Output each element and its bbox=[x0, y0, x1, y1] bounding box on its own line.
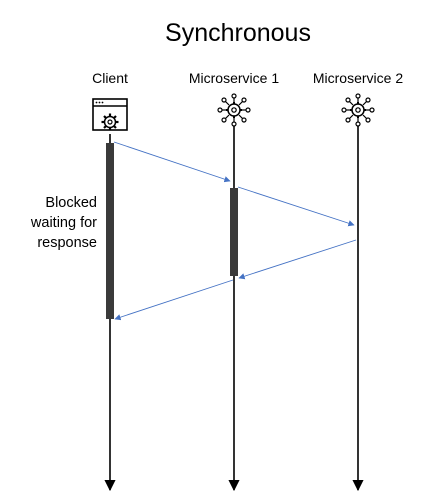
diagram-title: Synchronous bbox=[165, 19, 311, 47]
activation-bar-microservice-1 bbox=[230, 188, 238, 276]
blocked-note-line-1: Blocked bbox=[45, 195, 97, 211]
network-gear-icon bbox=[217, 93, 251, 127]
message-ms1-to-ms2 bbox=[237, 186, 355, 227]
message-client-to-ms1 bbox=[113, 141, 231, 183]
message-ms2-to-ms1 bbox=[238, 239, 357, 280]
blocked-note-line-3: response bbox=[37, 235, 97, 251]
blocked-note-line-2: waiting for bbox=[30, 215, 97, 231]
browser-gear-icon bbox=[92, 98, 128, 131]
message-ms1-to-client bbox=[114, 279, 234, 321]
participant-label-microservice-2: Microservice 2 bbox=[313, 70, 403, 86]
activation-bar-client bbox=[106, 143, 114, 319]
participant-label-microservice-1: Microservice 1 bbox=[189, 70, 279, 86]
network-gear-icon bbox=[341, 93, 375, 127]
participant-label-client: Client bbox=[92, 70, 128, 86]
